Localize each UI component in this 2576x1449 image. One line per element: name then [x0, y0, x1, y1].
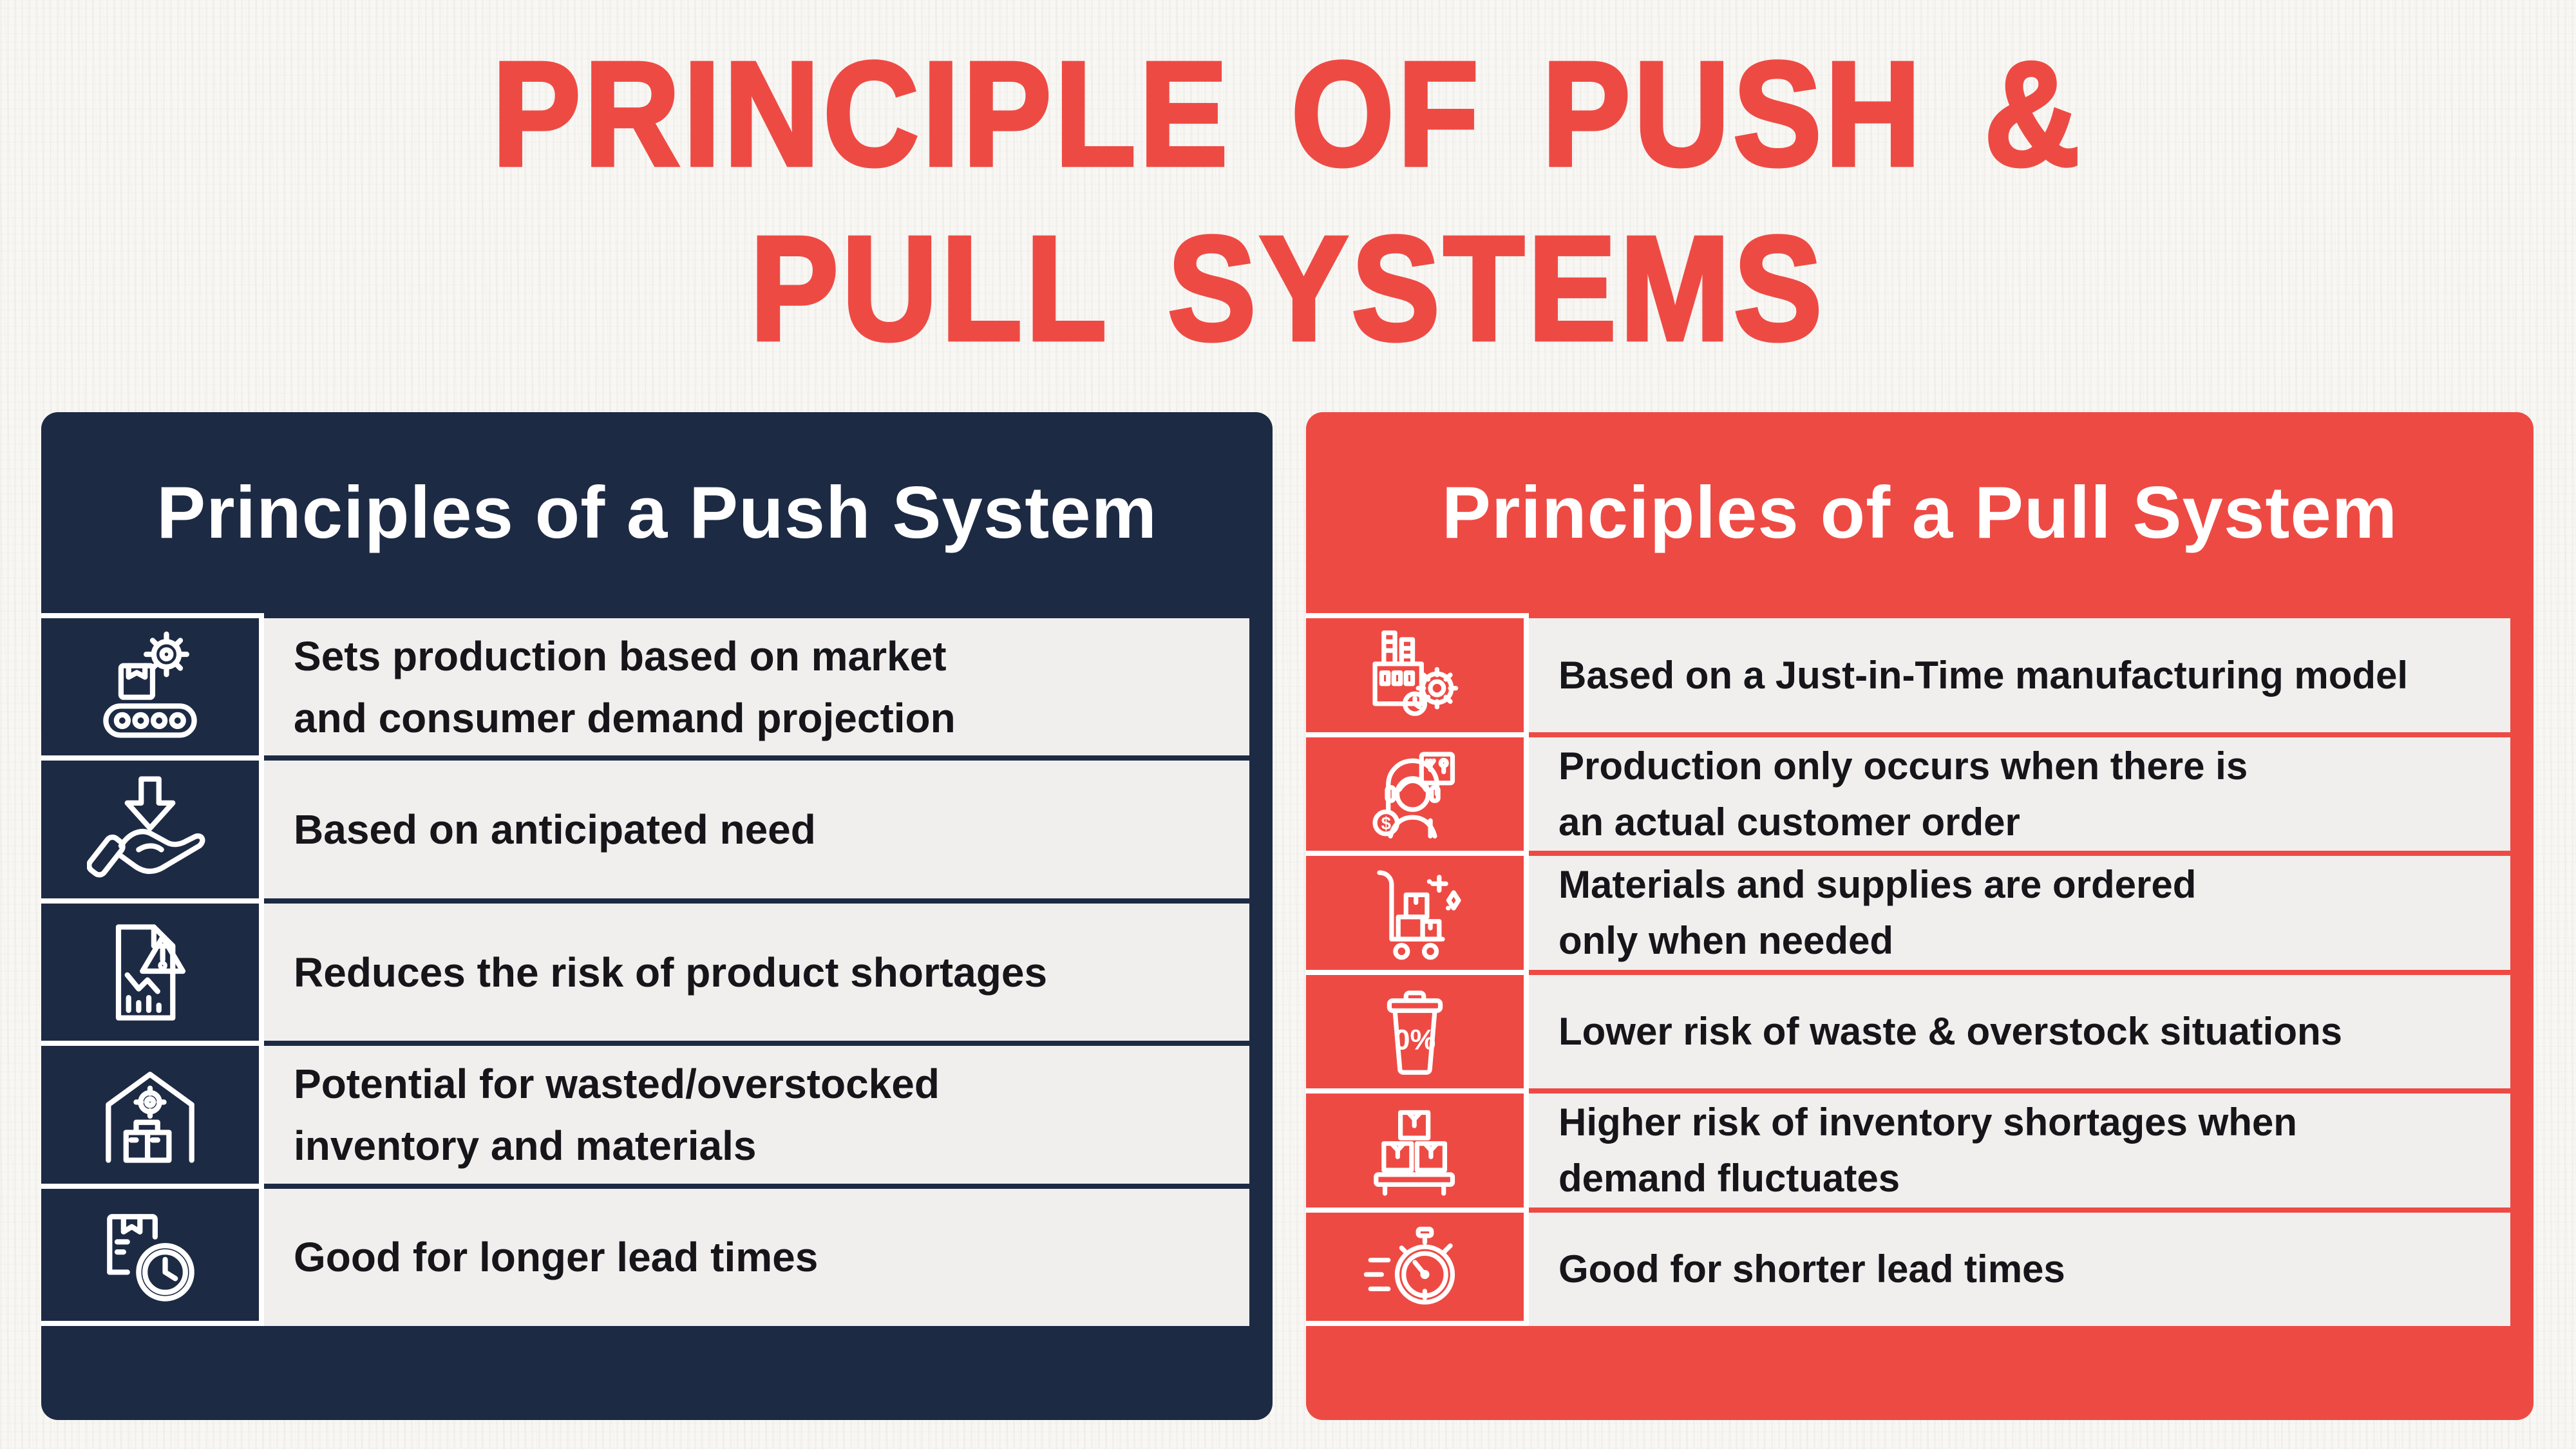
- row-text: Based on anticipated need: [264, 755, 1249, 898]
- push-panel-title: Principles of a Push System: [156, 471, 1157, 554]
- materials-cart-icon: [1377, 870, 1461, 960]
- push-system-panel: Principles of a Push System Sets product…: [41, 412, 1273, 1420]
- row-text: Materials and supplies are ordered only …: [1529, 851, 2510, 970]
- icon-cell: [41, 1183, 264, 1327]
- shortage-risk-icon: [115, 923, 186, 1021]
- pull-row-2: $ Production only occurs when there is a…: [1306, 732, 2510, 851]
- inventory-pallet-icon: [1374, 1110, 1455, 1196]
- fast-stopwatch-icon: [1363, 1226, 1455, 1305]
- icon-cell: [1306, 1207, 1529, 1326]
- pull-row-6: Good for shorter lead times: [1306, 1207, 2510, 1326]
- row-text: Higher risk of inventory shortages when …: [1529, 1088, 2510, 1208]
- icon-cell: [1306, 613, 1529, 732]
- row-text: Sets production based on market and cons…: [264, 613, 1249, 756]
- zero-waste-icon: 0%: [1387, 990, 1443, 1075]
- row-text: Production only occurs when there is an …: [1529, 732, 2510, 851]
- icon-cell: [41, 613, 264, 756]
- zero-percent-label: 0%: [1394, 1024, 1436, 1056]
- coin-dollar-label: $: [1381, 813, 1391, 833]
- pull-row-3: Materials and supplies are ordered only …: [1306, 851, 2510, 970]
- push-rows: Sets production based on market and cons…: [41, 613, 1273, 1420]
- page-title: PRINCIPLE OF PUSH & PULL SYSTEMS: [0, 27, 2576, 376]
- row-text: Potential for wasted/overstocked invento…: [264, 1041, 1249, 1184]
- lead-time-icon: [107, 1214, 194, 1302]
- row-text: Based on a Just-in-Time manufacturing mo…: [1529, 613, 2510, 732]
- jit-factory-icon: [1372, 630, 1459, 717]
- icon-cell: 0%: [1306, 969, 1529, 1088]
- row-text: Reduces the risk of product shortages: [264, 898, 1249, 1041]
- push-row-2: Based on anticipated need: [41, 755, 1249, 898]
- push-row-5: Good for longer lead times: [41, 1183, 1249, 1327]
- page-title-line2: PULL SYSTEMS: [748, 204, 1826, 373]
- icon-cell: [41, 898, 264, 1041]
- pull-row-4: 0% Lower risk of waste & overstock situa…: [1306, 969, 2510, 1088]
- row-text: Lower risk of waste & overstock situatio…: [1529, 969, 2510, 1088]
- push-row-4: Potential for wasted/overstocked invento…: [41, 1041, 1249, 1184]
- push-row-1: Sets production based on market and cons…: [41, 613, 1249, 756]
- pull-row-1: Based on a Just-in-Time manufacturing mo…: [1306, 613, 2510, 732]
- icon-cell: [41, 755, 264, 898]
- overstock-warehouse-icon: [106, 1072, 194, 1163]
- icon-cell: [41, 1041, 264, 1184]
- push-row-3: Reduces the risk of product shortages: [41, 898, 1249, 1041]
- page-title-line1: PRINCIPLE OF PUSH &: [491, 29, 2084, 198]
- icon-cell: [1306, 1088, 1529, 1208]
- pull-system-panel: Principles of a Pull System: [1306, 412, 2533, 1420]
- icon-cell: $: [1306, 732, 1529, 851]
- pull-panel-title: Principles of a Pull System: [1441, 471, 2398, 554]
- row-text: Good for longer lead times: [264, 1183, 1249, 1327]
- pull-rows: Based on a Just-in-Time manufacturing mo…: [1306, 613, 2533, 1420]
- anticipated-need-icon: [87, 776, 205, 878]
- icon-cell: [1306, 851, 1529, 970]
- customer-order-icon: $: [1372, 752, 1455, 838]
- production-line-icon: [103, 631, 197, 738]
- row-text: Good for shorter lead times: [1529, 1207, 2510, 1326]
- pull-row-5: Higher risk of inventory shortages when …: [1306, 1088, 2510, 1208]
